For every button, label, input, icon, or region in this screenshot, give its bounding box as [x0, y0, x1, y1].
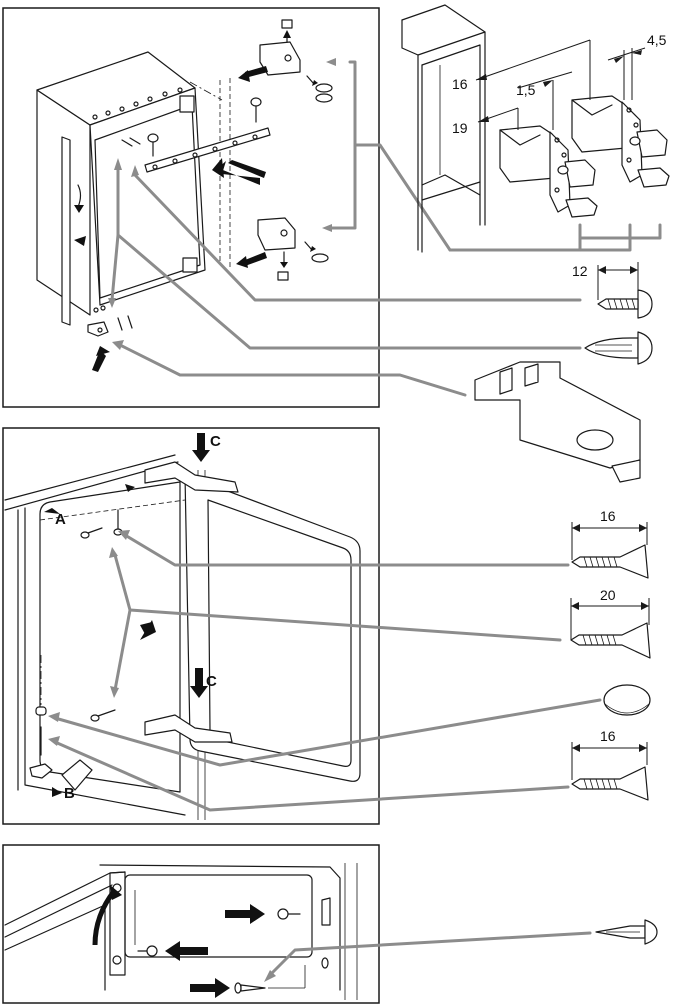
dim-16-label: 16: [452, 76, 468, 92]
part-screw-16-a: 16: [572, 508, 648, 578]
dim-4-5-label: 4,5: [647, 32, 667, 48]
part-screw-16-b: 16: [572, 728, 648, 800]
side-rail: [62, 137, 70, 325]
top-hinge: [180, 96, 194, 112]
part-plastic-plug: [585, 332, 652, 364]
point-label-b: B: [64, 785, 75, 802]
point-label-c-bottom: C: [206, 673, 217, 690]
hinge-bracket-leader: [580, 225, 660, 238]
part-dim-12: 12: [572, 263, 588, 279]
part-screw-pan-head: 12: [572, 262, 652, 318]
part-dim-16-b: 16: [600, 728, 616, 744]
part-screw-20: 20: [571, 587, 650, 658]
part-bottom-bracket: [475, 362, 640, 482]
part-plastic-pin: [596, 920, 657, 944]
part-dim-16-a: 16: [600, 508, 616, 524]
dim-19-label: 19: [452, 120, 468, 136]
bottom-hinge: [183, 258, 197, 272]
cabinet-opening: [402, 5, 485, 252]
part-dim-20: 20: [600, 587, 616, 603]
point-label-a: A: [55, 511, 66, 528]
part-cover-cap: [604, 685, 650, 715]
point-label-c-top: C: [210, 433, 221, 450]
dim-1-5-label: 1,5: [516, 82, 536, 98]
